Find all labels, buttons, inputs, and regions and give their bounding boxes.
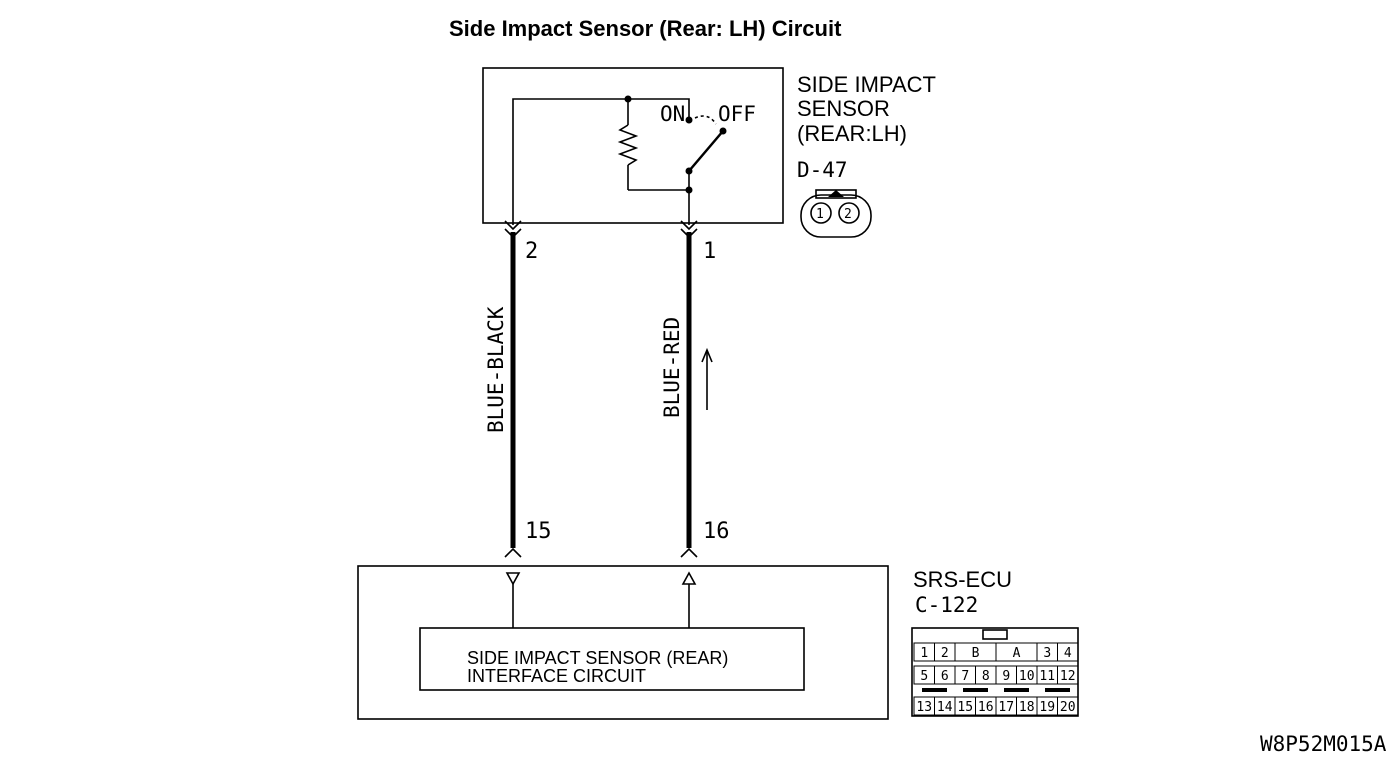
interface-circuit-line2: INTERFACE CIRCUIT: [467, 666, 646, 686]
ecu-pin-top-1: 2: [941, 646, 949, 661]
ecu-pin-top-3: A: [1013, 646, 1021, 661]
wire-right-ecu-pin: 16: [703, 519, 730, 544]
ecu-pin-mid-0: 5: [920, 669, 928, 684]
ecu-pin-bot-7-cell: [1057, 696, 1079, 716]
ecu-pin15-terminal: [504, 547, 522, 558]
sensor-connector-pin1: 1: [816, 207, 824, 222]
ecu-shorting-bar: [963, 688, 988, 692]
switch-on-contact: [685, 116, 693, 124]
sensor-connector-pin2: 2: [844, 207, 852, 222]
wire-left-color-label: BLUE-BLACK: [484, 306, 508, 433]
ecu-pin-bot-6: 19: [1039, 700, 1055, 715]
resistor-symbol: [617, 124, 639, 166]
wire-right-sensor-pin: 1: [703, 239, 716, 264]
ecu-pin-bot-5: 18: [1019, 700, 1035, 715]
ecu-pin-top-5: 4: [1064, 646, 1072, 661]
diagram-title: Side Impact Sensor (Rear: LH) Circuit: [449, 16, 842, 41]
ecu-pin-top-5-cell: [1057, 642, 1079, 662]
ecu-connector-id: C-122: [915, 593, 978, 617]
ecu-pin-top-0: 1: [920, 646, 928, 661]
ecu-pin16-terminal: [680, 547, 698, 558]
interface-circuit-box: [419, 627, 805, 691]
ecu-pin-bot-1: 14: [937, 700, 953, 715]
interface-circuit-line1: SIDE IMPACT SENSOR (REAR): [467, 648, 728, 668]
ecu-pin-mid-6: 11: [1039, 669, 1055, 684]
ecu-pin-mid-3: 8: [982, 669, 990, 684]
ecu-pin-bot-0: 13: [916, 700, 932, 715]
figure-code: W8P52M015A: [1260, 732, 1387, 756]
switch-on-label: ON: [660, 102, 685, 126]
sensor-pin1-terminal: [680, 220, 698, 231]
wire-left-sensor-pin: 2: [525, 239, 538, 264]
ecu-pin-mid-7: 12: [1060, 669, 1076, 684]
ecu-box: [357, 565, 889, 720]
sensor-connector-id: D-47: [797, 158, 848, 182]
ecu-input-triangle-15: [505, 572, 521, 586]
switch-blade: [688, 130, 724, 172]
ecu-pin-bot-2: 15: [957, 700, 973, 715]
ecu-output-triangle-16: [681, 571, 697, 585]
ecu-pin-top-4: 3: [1043, 646, 1051, 661]
ecu-pin-bot-7: 20: [1060, 700, 1076, 715]
ecu-pin-mid-5: 10: [1019, 669, 1035, 684]
sensor-name-line3: (REAR:LH): [797, 121, 907, 146]
ecu-shorting-bar: [1045, 688, 1070, 692]
ecu-name: SRS-ECU: [913, 567, 1012, 592]
sensor-box: [482, 67, 784, 224]
sensor-connector-face: 1 2: [800, 189, 872, 238]
ecu-pin-top-2: B: [972, 646, 980, 661]
ecu-pin-mid-7-cell: [1057, 665, 1079, 685]
wire-left-ecu-pin: 15: [525, 519, 552, 544]
ecu-shorting-bar: [922, 688, 947, 692]
wire-right-color-label: BLUE-RED: [660, 317, 684, 418]
sensor-name-line2: SENSOR: [797, 96, 890, 121]
sensor-internal-circuit: ON OFF: [512, 95, 756, 225]
ecu-pin-mid-1: 6: [941, 669, 949, 684]
ecu-pin-mid-4: 9: [1002, 669, 1010, 684]
ecu-shorting-bar: [1004, 688, 1029, 692]
ecu-pin-bot-3: 16: [978, 700, 994, 715]
current-flow-arrow: [701, 347, 713, 410]
ecu-pin-mid-2: 7: [961, 669, 969, 684]
sensor-name-line1: SIDE IMPACT: [797, 72, 936, 97]
ecu-pin-bot-4: 17: [998, 700, 1014, 715]
switch-off-label: OFF: [718, 102, 756, 126]
sensor-pin2-terminal: [504, 220, 522, 231]
